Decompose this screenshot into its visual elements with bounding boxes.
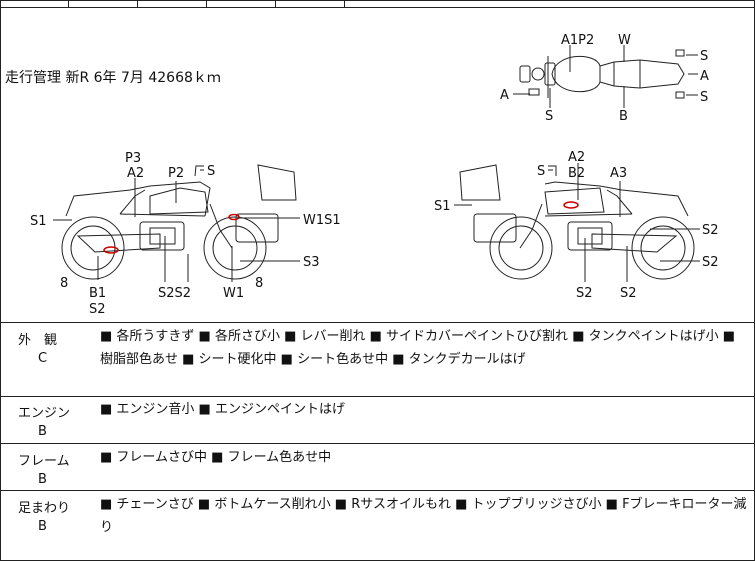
section-divider	[0, 490, 755, 491]
section-items: ■ 各所うすきず ■ 各所さび小 ■ レバー削れ ■ サイドカバーペイントひび割…	[100, 329, 736, 367]
diagram-label: P2	[168, 166, 184, 181]
section-grade: B	[38, 424, 47, 439]
section-category: 外 観	[18, 333, 58, 348]
diagram-label: A2	[568, 150, 585, 165]
top-divider	[0, 7, 755, 8]
right-view-labels: A2 S B2 A3 S1 S2 S2 S2 S2	[434, 150, 719, 301]
right-view-bike	[459, 164, 695, 280]
left-view-labels: P3 A2 P2 S S1 W1S1 S3 8 B1 S2 S2S2 W1 8	[30, 151, 341, 317]
diagram-label: B1	[89, 286, 106, 301]
section-grade: B	[38, 519, 47, 534]
section-category: フレーム	[18, 454, 70, 469]
section-category: 足まわり	[18, 501, 71, 516]
left-view-leaders	[53, 169, 300, 282]
diagram-label: A1P2	[561, 33, 594, 48]
section-divider	[0, 443, 755, 444]
section-items: ■ フレームさび中 ■ フレーム色あせ中	[100, 450, 332, 465]
section-category: エンジン	[18, 406, 71, 421]
left-view-bike	[61, 164, 297, 280]
diagram-label: S2S2	[158, 286, 191, 301]
diagram-label: S2	[702, 223, 719, 238]
diagram-label: 8	[255, 276, 263, 291]
diagram-label: A	[500, 88, 509, 103]
diagram-label: S	[700, 90, 708, 105]
diagram-label: A	[700, 69, 709, 84]
diagram-label: S1	[434, 199, 451, 214]
diagram-label: P3	[125, 151, 141, 166]
top-view-bike	[519, 49, 685, 99]
diagram-label: W1S1	[303, 213, 341, 228]
diagram-label: S2	[576, 286, 593, 301]
diagram-label: S2	[702, 255, 719, 270]
damage-mark	[103, 246, 119, 254]
top-view-labels: A1P2 W S A S A S B	[500, 33, 709, 124]
diagram-label: B	[619, 109, 628, 124]
section-items: ■ チェーンさび ■ ボトムケース削れ小 ■ Rサスオイルもれ ■ トップブリッ…	[100, 497, 747, 535]
diagram-label: 8	[60, 276, 68, 291]
table-tick	[206, 0, 207, 7]
diagram-label: W1	[223, 286, 244, 301]
section-grade: B	[38, 472, 47, 487]
section-divider	[0, 396, 755, 397]
diagram-label: A3	[610, 166, 627, 181]
section-divider	[0, 322, 755, 323]
diagram-label: B2	[568, 166, 585, 181]
diagram-label: S2	[89, 302, 106, 317]
section-items: ■ エンジン音小 ■ エンジンペイントはげ	[100, 402, 345, 417]
damage-mark	[563, 201, 579, 209]
mileage-note: 走行管理 新R 6年 7月 42668ｋｍ	[5, 70, 221, 86]
diagram-label: S	[537, 164, 545, 179]
top-view-leaders	[513, 45, 698, 108]
diagram-label: S1	[30, 214, 47, 229]
diagram-label: S	[545, 109, 553, 124]
diagram-label: S	[207, 164, 215, 179]
section-grade: C	[38, 351, 48, 366]
table-tick	[344, 0, 345, 7]
diagram-label: S2	[620, 286, 637, 301]
diagram-label: W	[618, 33, 631, 48]
damage-mark	[228, 213, 240, 221]
table-tick	[68, 0, 69, 7]
table-tick	[137, 0, 138, 7]
right-view-leaders	[454, 163, 700, 282]
table-tick	[275, 0, 276, 7]
diagram-label: A2	[127, 166, 144, 181]
diagram-label: S	[700, 49, 708, 64]
diagram-label: S3	[303, 255, 320, 270]
